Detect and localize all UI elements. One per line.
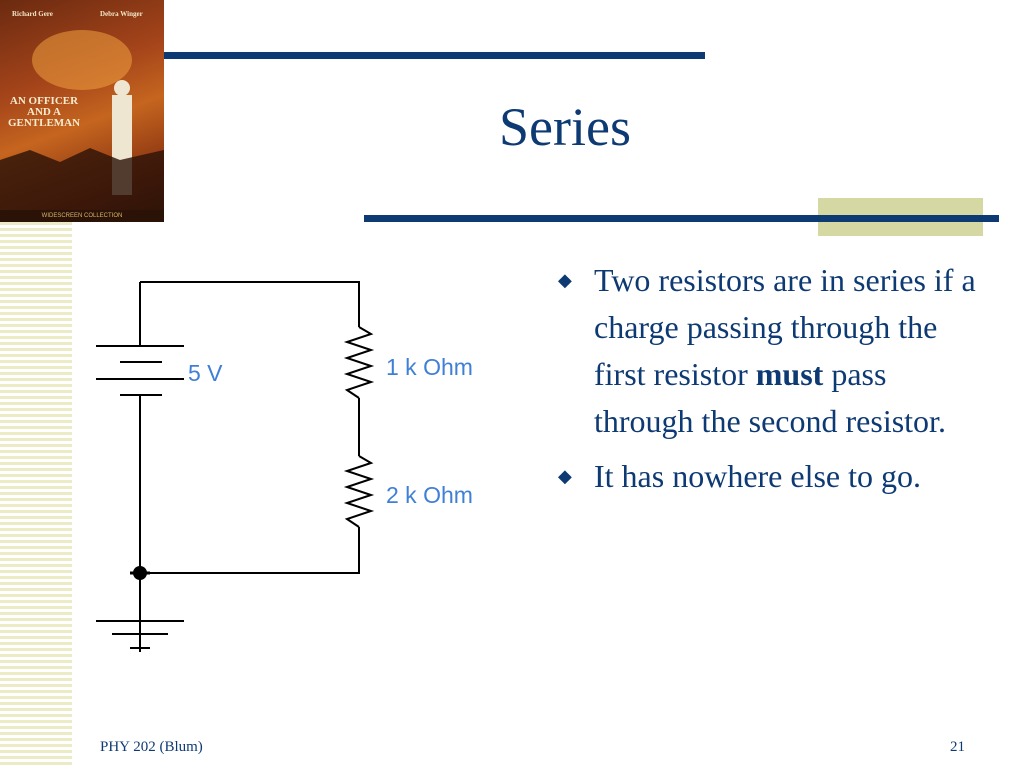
series-circuit-diagram: 5 V 1 k Ohm 2 k Ohm	[96, 281, 473, 652]
poster-footer: WIDESCREEN COLLECTION	[0, 210, 164, 222]
poster-artwork	[0, 30, 164, 210]
movie-poster-image: Richard Gere Debra Winger AN OFFICER AND…	[0, 0, 164, 222]
poster-title: AN OFFICER AND A GENTLEMAN	[7, 95, 81, 129]
poster-star-left: Richard Gere	[12, 10, 53, 18]
bullet-list: ◆ Two resistors are in series if a charg…	[556, 257, 976, 508]
decorative-stripes	[0, 222, 72, 768]
resistor-2-symbol	[343, 455, 375, 528]
footer-page-number: 21	[950, 739, 965, 755]
top-rule	[164, 52, 705, 59]
battery-label: 5 V	[188, 360, 223, 386]
bullet-item: ◆ It has nowhere else to go.	[556, 453, 976, 500]
resistor-1-label: 1 k Ohm	[386, 354, 473, 380]
diamond-bullet-icon: ◆	[558, 270, 572, 290]
footer-course: PHY 202 (Blum)	[100, 739, 203, 755]
wire-bottom	[140, 527, 360, 574]
bullet-text-start: It has nowhere else to go.	[594, 458, 922, 494]
diamond-bullet-icon: ◆	[558, 466, 572, 486]
poster-star-right: Debra Winger	[100, 10, 143, 18]
bullet-item: ◆ Two resistors are in series if a charg…	[556, 257, 976, 445]
bullet-text-end: pass through the second resistor.	[594, 356, 946, 439]
resistor-1-symbol	[343, 326, 375, 399]
bullet-text-start: Two resistors are in series if a charge …	[594, 262, 976, 392]
bullet-emphasis: must	[755, 356, 824, 392]
resistor-2-label: 2 k Ohm	[386, 482, 473, 508]
title-underline-rule	[364, 215, 999, 222]
wire-top	[140, 281, 360, 327]
slide-title: Series	[499, 97, 631, 157]
